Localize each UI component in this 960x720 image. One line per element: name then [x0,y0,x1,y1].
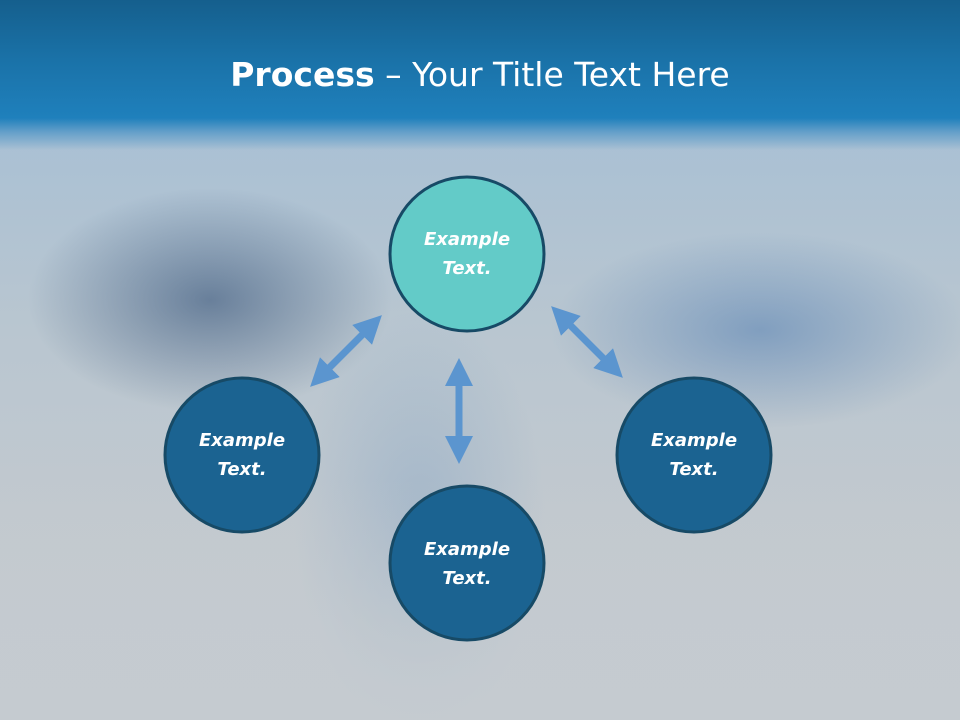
node-top-label: Example Text. [423,229,511,279]
slide-title: Process – Your Title Text Here [0,52,960,98]
node-bottom-circle [388,484,546,642]
arrow-top-right [551,306,623,378]
title-rest: Your Title Text Here [412,55,730,94]
node-right-circle [615,376,773,534]
arrow-top-left [310,315,382,387]
title-dash: – [374,55,413,94]
title-bar [0,0,960,150]
node-left-label: Example Text. [198,430,286,480]
title-bold-part: Process [230,55,375,94]
node-left-circle [163,376,321,534]
node-top-circle [388,175,546,333]
node-right-label: Example Text. [650,430,738,480]
node-bottom-label: Example Text. [423,539,511,589]
